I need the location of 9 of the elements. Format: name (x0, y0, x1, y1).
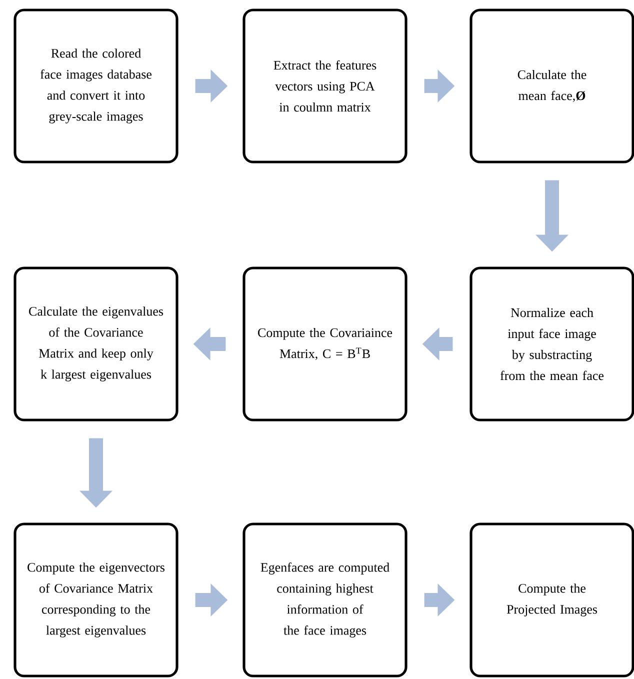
process-box: Compute the Projected Images (470, 522, 634, 678)
process-box: Normalize each input face image by substracting from the mean face (470, 266, 634, 422)
process-box: Calculate the mean face,Ø (470, 8, 634, 164)
process-box: Compute the eigenvectors of Covariance Matrix corresponding to the largest eigenvalues (14, 522, 178, 678)
process-box: Calculate the eigenvalues of the Covariance Matrix and keep only k largest eigenvalues (14, 266, 178, 422)
process-box: Egenfaces are computed containing highest information of the face images (242, 522, 408, 678)
process-box: Read the colored face images database and convert it into grey-scale images (14, 8, 178, 164)
process-box: Compute the Covariaince Matrix, C = B$^{T}$B (242, 266, 408, 422)
process-box: Extract the features vectors using PCA in coulmn matrix (242, 8, 408, 164)
